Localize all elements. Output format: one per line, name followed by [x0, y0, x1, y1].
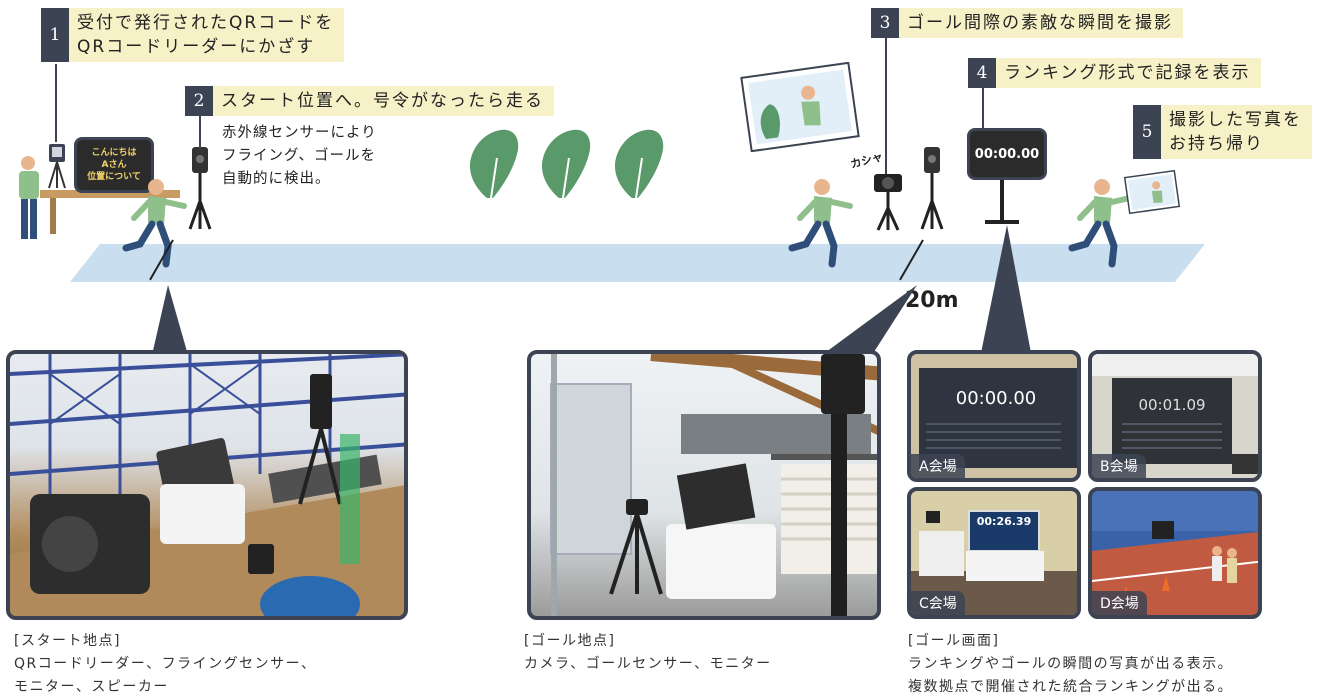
goal-caption-body: カメラ、ゴールセンサー、モニター: [524, 656, 772, 672]
runner-photo-icon: [740, 62, 860, 152]
step-5: 5 撮影した写真を お持ち帰り: [1133, 105, 1312, 159]
venue-a-screen: [919, 368, 1077, 468]
reception-monitor: こんにちは Aさん 位置について: [74, 137, 154, 193]
step-2-number: 2: [185, 86, 213, 116]
monitor-greeting: こんにちは: [91, 148, 137, 158]
staff-person-icon: [19, 156, 39, 239]
step-1: 1 受付で発行されたQRコードを QRコードリーダーにかざす: [41, 8, 345, 62]
monitor-name: Aさん: [101, 160, 127, 170]
step-3-label: ゴール間際の素敵な瞬間を撮影: [899, 8, 1183, 38]
step-3: 3 ゴール間際の素敵な瞬間を撮影: [871, 8, 1183, 38]
goal-display-time: 00:00.00: [974, 146, 1040, 162]
venue-a-photo: 00:00.00 A会場: [907, 350, 1081, 482]
venue-d-label: D会場: [1092, 591, 1147, 615]
step-1-number: 1: [41, 8, 69, 62]
reception-desk: [40, 190, 180, 198]
board-stand-base: [985, 220, 1019, 224]
tree-icon: [469, 129, 519, 199]
venue-a-time: 00:00.00: [955, 388, 1037, 409]
step-4: 4 ランキング形式で記録を表示: [968, 58, 1261, 88]
goal-caption-title: [ゴール地点]: [524, 633, 616, 649]
venue-d-photo: D会場: [1088, 487, 1262, 619]
step-5-label: 撮影した写真を お持ち帰り: [1161, 105, 1312, 159]
step-4-number: 4: [968, 58, 996, 88]
screen-caption: [ゴール画面] ランキングやゴールの瞬間の写真が出る表示。 複数拠点で開催された…: [908, 630, 1233, 699]
screen-caption-body: ランキングやゴールの瞬間の写真が出る表示。 複数拠点で開催された統合ランキングが…: [908, 656, 1234, 695]
step-4-label: ランキング形式で記録を表示: [996, 58, 1261, 88]
goal-point-photo: [527, 350, 881, 620]
camera-icon: [874, 174, 902, 231]
start-pointer: [152, 285, 188, 355]
monitor-ready: 位置について: [87, 172, 141, 182]
step-1-label: 受付で発行されたQRコードを QRコードリーダーにかざす: [69, 8, 345, 62]
screen-caption-title: [ゴール画面]: [908, 633, 1000, 649]
goal-caption: [ゴール地点] カメラ、ゴールセンサー、モニター: [524, 630, 772, 676]
start-caption-body: QRコードリーダー、フライングセンサー、 モニター、スピーカー: [14, 656, 317, 695]
venue-b-label: B会場: [1092, 454, 1146, 478]
fence-illustration: [10, 354, 404, 616]
desk-leg: [50, 198, 56, 234]
step2-connector: [199, 114, 201, 148]
venue-c-label: C会場: [911, 591, 965, 615]
step-2-label: スタート位置へ。号令がなったら走る: [213, 86, 554, 116]
start-caption-title: [スタート地点]: [14, 633, 121, 649]
venue-b-screen: [1092, 354, 1258, 474]
step3-connector: [885, 36, 887, 174]
venue-a-label: A会場: [911, 454, 965, 478]
board-stand: [1000, 180, 1004, 220]
step-2: 2 スタート位置へ。号令がなったら走る: [185, 86, 554, 116]
step4-connector: [982, 86, 984, 130]
start-sensor-icon: [188, 147, 212, 230]
runner-goal-icon: [788, 179, 853, 268]
goal-display-board: 00:00.00: [967, 128, 1047, 180]
step-3-number: 3: [871, 8, 899, 38]
goal-pointer: [822, 285, 917, 355]
venue-c-photo: 00:26.39 C会場: [907, 487, 1081, 619]
goal-scene-illustration: [550, 354, 877, 616]
step1-connector: [55, 64, 57, 142]
start-caption: [スタート地点] QRコードリーダー、フライングセンサー、 モニター、スピーカー: [14, 630, 316, 699]
start-point-photo: [6, 350, 408, 620]
runner-start-icon: [122, 179, 187, 268]
tree-icon: [541, 129, 591, 199]
runner-finish-icon: [1068, 179, 1133, 268]
step-5-number: 5: [1133, 105, 1161, 159]
sensor-description: 赤外線センサーにより フライング、ゴールを 自動的に検出。: [222, 125, 377, 187]
venue-b-time: 00:01.09: [1138, 396, 1206, 414]
souvenir-photo-icon: [1124, 170, 1180, 214]
venue-b-photo: 00:01.09 B会場: [1088, 350, 1262, 482]
venue-c-time: 00:26.39: [976, 515, 1032, 528]
qr-reader-icon: [48, 144, 66, 189]
tree-icon: [614, 129, 664, 199]
screen-pointer: [981, 225, 1031, 353]
distance-label: 20m: [905, 288, 959, 313]
goal-sensor-icon: [920, 147, 944, 230]
